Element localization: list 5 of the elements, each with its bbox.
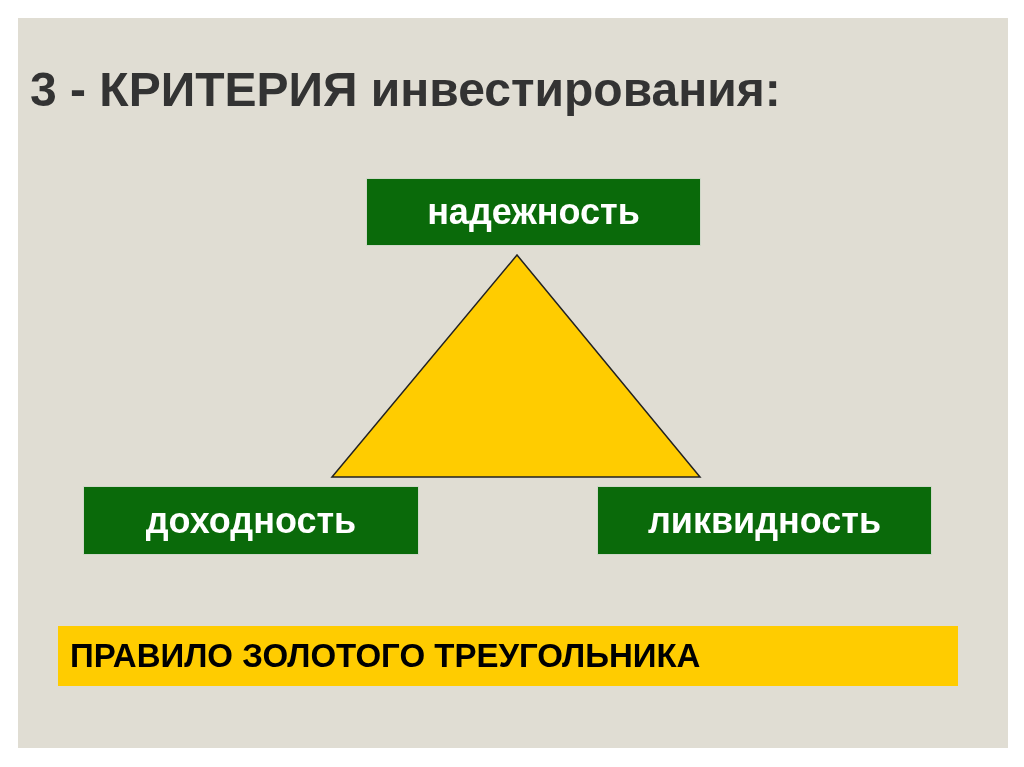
criterion-box: надежность — [366, 178, 701, 246]
title: 3 - КРИТЕРИЯ инвестирования: — [30, 66, 781, 114]
criterion-box: доходность — [83, 486, 419, 555]
criterion-box: ликвидность — [597, 486, 932, 555]
rule-banner: ПРАВИЛО ЗОЛОТОГО ТРЕУГОЛЬНИКА — [58, 626, 958, 686]
